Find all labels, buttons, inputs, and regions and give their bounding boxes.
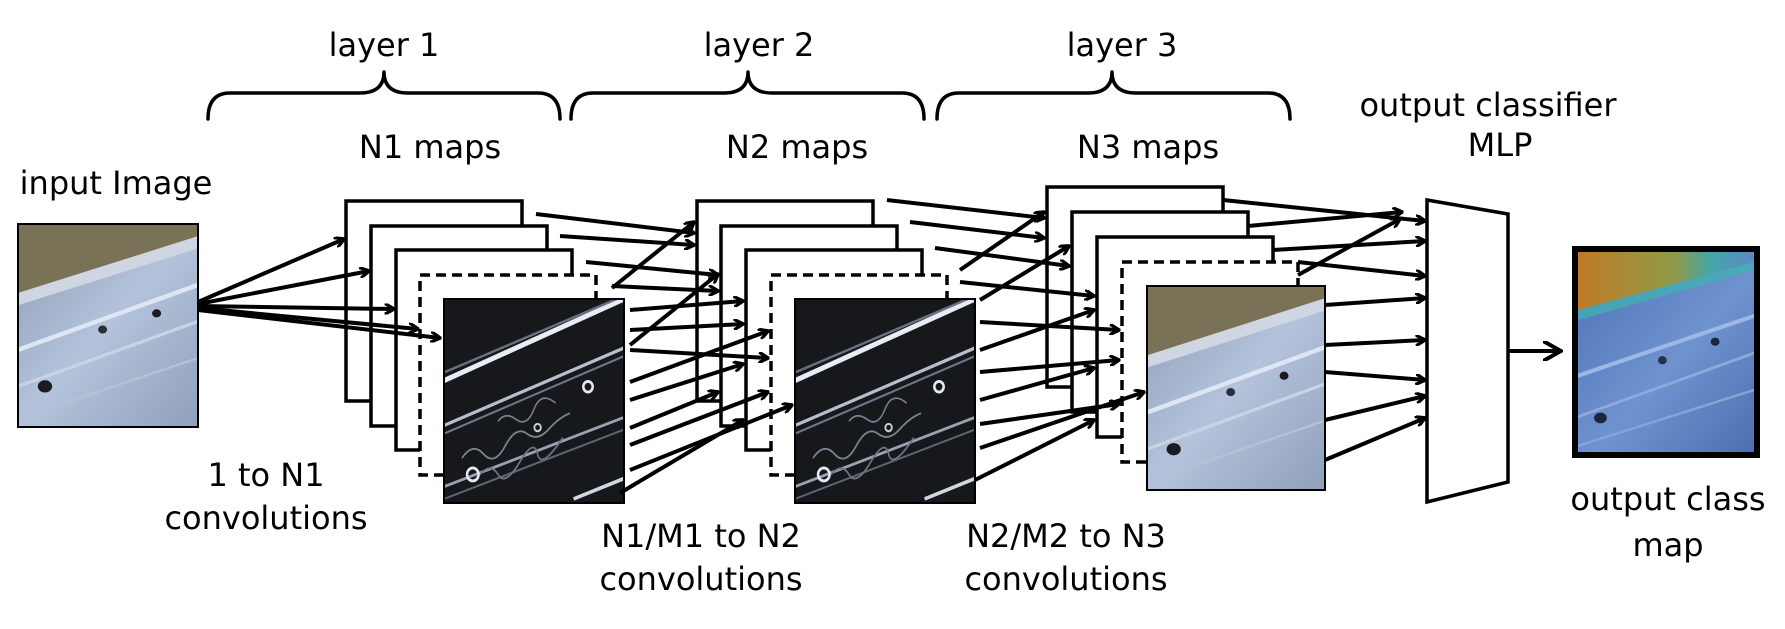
layer3-to-classifier-arrows [1222, 198, 1425, 462]
n2-maps-label: N2 maps [726, 128, 868, 166]
output-class-map-label-line1: output class [1570, 480, 1765, 518]
input-image [17, 223, 199, 428]
layer2-to-layer3-arrows [886, 198, 1144, 482]
layer2-brace [569, 70, 926, 121]
output-class-map-label-line2: map [1632, 526, 1703, 564]
output-classifier-label-line2: MLP [1468, 126, 1533, 164]
input-image-label: input Image [20, 164, 213, 202]
layer3-brace [935, 70, 1292, 121]
layer1-feature-image [443, 298, 625, 504]
layer1-brace [206, 70, 562, 121]
layer1-feature-maps [344, 199, 625, 504]
layer1-to-layer2-arrows [535, 212, 792, 495]
layer2-feature-maps [695, 199, 976, 504]
output-class-map [1572, 246, 1760, 458]
layer1-label: layer 1 [329, 26, 440, 64]
conv1-caption-line2: convolutions [164, 499, 367, 537]
layer3-feature-maps [1045, 185, 1326, 491]
input-to-layer1-arrows [197, 239, 440, 338]
layer3-label: layer 3 [1067, 26, 1178, 64]
conv3-caption-line2: convolutions [964, 560, 1167, 598]
layer2-feature-image [794, 298, 976, 504]
n1-maps-label: N1 maps [359, 128, 501, 166]
conv3-caption-line1: N2/M2 to N3 [966, 517, 1166, 555]
output-classifier-label-line1: output classifier [1359, 86, 1617, 124]
mlp-classifier-block [1425, 197, 1510, 505]
conv2-caption-line2: convolutions [599, 560, 802, 598]
conv1-caption-line1: 1 to N1 [207, 456, 324, 494]
n3-maps-label: N3 maps [1077, 128, 1219, 166]
layer3-feature-image [1146, 285, 1326, 491]
layer2-label: layer 2 [704, 26, 815, 64]
conv2-caption-line1: N1/M1 to N2 [601, 517, 801, 555]
